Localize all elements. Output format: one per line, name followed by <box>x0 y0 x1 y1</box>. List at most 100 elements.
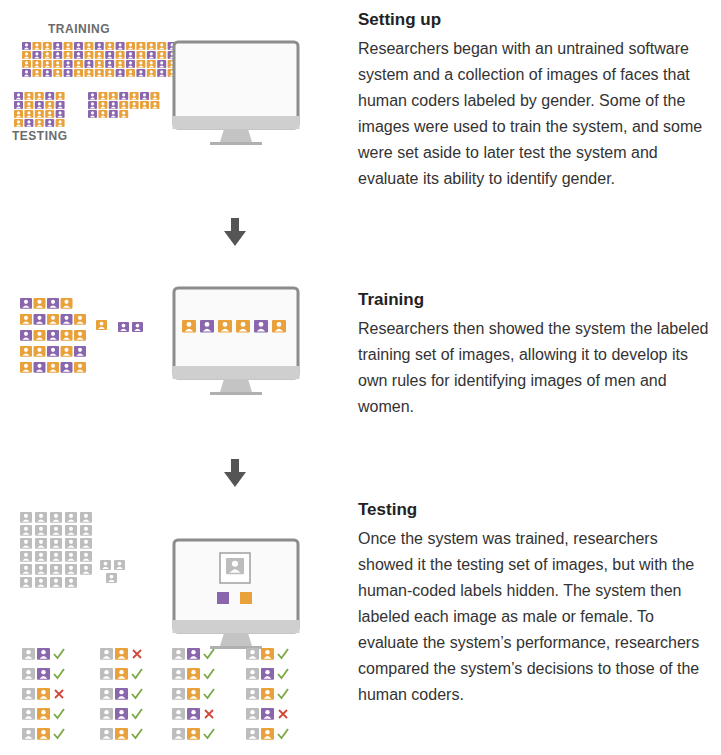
face-body <box>65 75 70 77</box>
face-body <box>40 676 48 679</box>
face-body <box>103 656 111 659</box>
face-body <box>230 569 241 573</box>
face-card <box>130 101 139 109</box>
face-icon <box>45 92 54 100</box>
face-head <box>119 730 123 734</box>
face-icon <box>84 42 93 50</box>
face-body <box>55 66 60 68</box>
face-head <box>176 690 180 694</box>
face-head <box>51 316 55 320</box>
face-body <box>22 353 29 355</box>
face-card <box>200 320 214 333</box>
face-body <box>25 676 33 679</box>
set-label: TRAINING <box>48 22 110 36</box>
face-card <box>157 42 166 50</box>
face-icon <box>24 110 33 118</box>
face-icon <box>20 330 32 341</box>
face-head <box>191 730 195 734</box>
face-head <box>265 710 269 714</box>
face-body <box>190 656 198 659</box>
face-icon <box>100 668 113 680</box>
face-body <box>190 696 198 699</box>
face-icon <box>20 538 32 549</box>
face-body <box>138 48 143 50</box>
label-swatch <box>240 592 252 604</box>
face-card <box>88 92 97 100</box>
face-card <box>226 558 244 574</box>
face-card <box>246 688 259 700</box>
face-head <box>108 52 111 55</box>
face-head <box>104 562 108 566</box>
face-body <box>76 353 83 355</box>
face-body <box>67 571 74 573</box>
face-card <box>246 648 259 660</box>
face-icon <box>119 110 128 118</box>
face-body <box>121 116 126 118</box>
face-icon <box>35 577 47 588</box>
face-card <box>45 101 54 109</box>
face-card <box>56 92 65 100</box>
face-icon <box>14 110 23 118</box>
face-icon <box>84 60 93 68</box>
face-body <box>264 696 272 699</box>
face-icon <box>187 688 200 700</box>
face-body <box>111 116 116 118</box>
face-body <box>22 545 29 547</box>
face-icon <box>116 60 125 68</box>
face-head <box>98 52 101 55</box>
face-icon <box>22 69 31 77</box>
face-head <box>110 575 114 579</box>
face-card <box>32 60 41 68</box>
face-icon <box>74 51 83 59</box>
face-body <box>22 321 29 323</box>
face-card <box>84 69 93 77</box>
face-card <box>95 51 104 59</box>
face-body <box>36 369 43 371</box>
face-icon <box>50 564 62 575</box>
check-mark <box>204 729 214 738</box>
face-head <box>35 52 38 55</box>
face-card <box>236 320 250 333</box>
face-icon <box>100 560 111 570</box>
face-body <box>22 519 29 521</box>
face-card <box>20 538 32 549</box>
face-card <box>100 708 113 720</box>
face-body <box>57 125 62 127</box>
face-head <box>112 93 115 96</box>
face-icon <box>187 668 200 680</box>
face-card <box>116 60 125 68</box>
face-head <box>108 43 111 46</box>
face-body <box>131 107 136 109</box>
face-head <box>41 670 45 674</box>
face-icon <box>64 42 73 50</box>
face-card <box>61 330 73 341</box>
face-head <box>136 324 140 328</box>
face-body <box>97 57 102 59</box>
face-body <box>76 321 83 323</box>
face-card <box>105 60 114 68</box>
face-head <box>139 52 142 55</box>
face-body <box>120 329 127 331</box>
face-body <box>37 116 42 118</box>
face-head <box>104 670 108 674</box>
face-card <box>22 648 35 660</box>
monitor-screen <box>174 540 298 632</box>
face-head <box>122 111 125 114</box>
face-card <box>80 538 92 549</box>
face-card <box>34 346 46 357</box>
face-card <box>105 69 114 77</box>
face-head <box>64 300 68 304</box>
face-head <box>119 52 122 55</box>
face-icon <box>115 668 128 680</box>
face-card <box>272 320 286 333</box>
face-head <box>26 670 30 674</box>
face-card <box>147 69 156 77</box>
face-icon <box>43 42 52 50</box>
face-body <box>26 107 31 109</box>
face-head <box>250 690 254 694</box>
face-card <box>34 298 46 309</box>
check-mark <box>204 649 214 658</box>
face-card <box>35 512 47 523</box>
face-icon <box>14 119 23 127</box>
check-mark <box>132 729 142 738</box>
